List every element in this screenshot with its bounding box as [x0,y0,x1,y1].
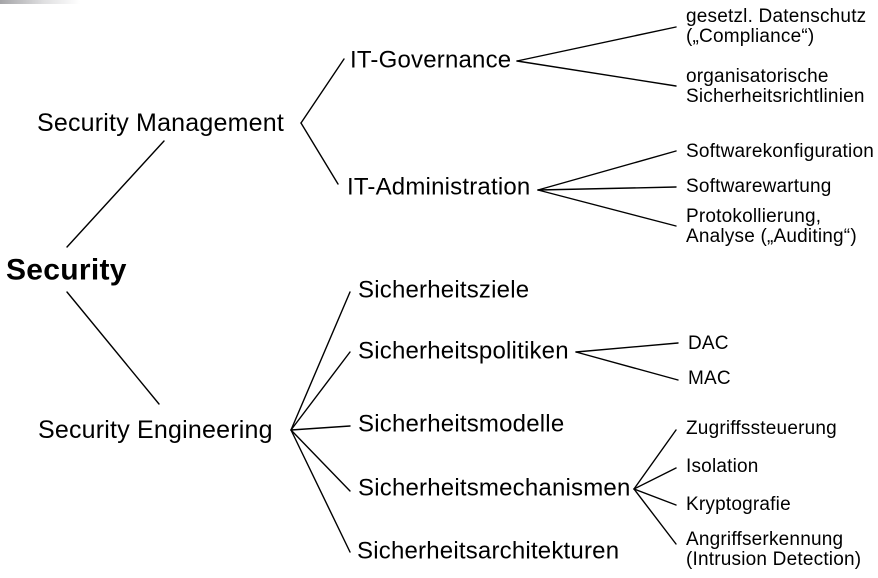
edge-politiken-to-mac [575,351,679,381]
edge-mechanismen-to-kryptografie [633,488,677,506]
edge-engineering-to-politiken [290,351,351,431]
node-softwarekonfiguration: Softwarekonfiguration [686,141,874,162]
top-edge-artifact [0,0,80,4]
edge-management-to-administration [300,122,339,185]
edge-administration-to-softwarekonfiguration [537,150,677,191]
node-angriffserkennung: Angriffserkennung (Intrusion Detection) [686,529,862,570]
edge-security-to-engineering [66,291,160,405]
node-security-engineering: Security Engineering [38,415,273,444]
edge-mechanismen-to-isolation [633,467,677,490]
node-isolation: Isolation [686,456,759,477]
node-security-management: Security Management [37,108,284,137]
edge-engineering-to-ziele [290,291,351,431]
edge-engineering-to-modelle [290,425,351,431]
node-protokollierung-analyse: Protokollierung, Analyse („Auditing“) [686,206,857,247]
node-it-governance: IT-Governance [350,46,512,74]
edge-administration-to-softwarewartung [537,186,677,191]
edge-administration-to-protokollierung [537,189,677,227]
node-zugriffssteuerung: Zugriffssteuerung [686,418,837,439]
node-sicherheitsmechanismen: Sicherheitsmechanismen [358,474,631,502]
edge-mechanismen-to-angriffserkennung [633,488,677,545]
node-security: Security [6,253,127,287]
node-it-administration: IT-Administration [347,173,531,201]
node-sicherheitsrichtlinien: organisatorische Sicherheitsrichtlinien [686,66,865,107]
node-sicherheitsziele: Sicherheitsziele [358,276,530,304]
edge-politiken-to-dac [575,342,679,353]
edge-security-to-management [66,140,165,248]
edge-management-to-governance [300,58,345,124]
node-sicherheitspolitiken: Sicherheitspolitiken [358,337,569,365]
edge-engineering-to-mechanismen [290,429,351,492]
edge-governance-to-datenschutz [516,26,677,62]
edge-governance-to-richtlinien [516,60,677,87]
node-gesetzl-datenschutz: gesetzl. Datenschutz („Compliance“) [686,6,867,47]
node-kryptografie: Kryptografie [686,494,791,515]
edge-mechanismen-to-zugriffssteuerung [633,429,677,490]
node-mac: MAC [688,368,731,389]
node-softwarewartung: Softwarewartung [686,176,832,197]
node-dac: DAC [688,333,729,354]
node-sicherheitsmodelle: Sicherheitsmodelle [358,410,565,438]
node-sicherheitsarchitekturen: Sicherheitsarchitekturen [357,537,620,565]
edge-engineering-to-architekturen [290,429,351,553]
